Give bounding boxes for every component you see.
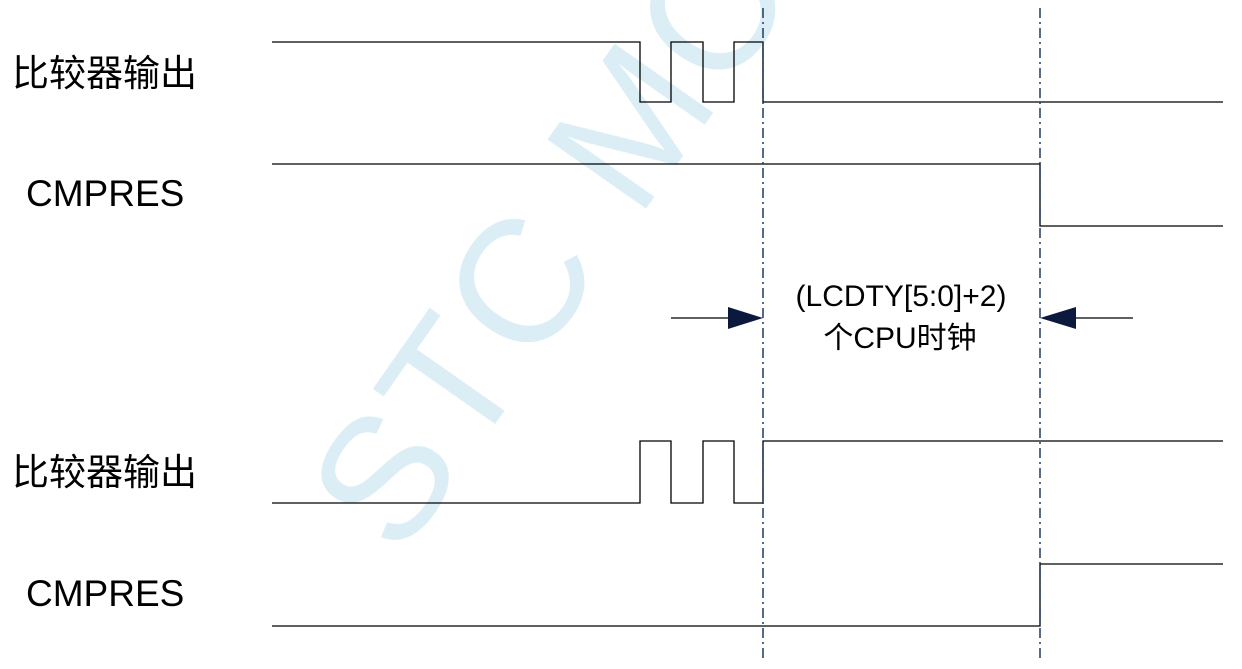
signal-label-comparator-output-1: 比较器输出 [12, 52, 197, 95]
delay-arrow-right-head [1040, 307, 1076, 329]
signal-label-cmpres-2: CMPRES [26, 573, 184, 614]
delay-formula-text: (LCDTY[5:0]+2) [796, 280, 1007, 313]
delay-arrow-left-head [728, 307, 763, 329]
signal-label-cmpres-1: CMPRES [26, 173, 184, 214]
signal-label-comparator-output-2: 比较器输出 [12, 451, 197, 494]
delay-unit-text: 个CPU时钟 [823, 322, 976, 355]
waveform-cmpres-2 [272, 563, 1223, 627]
waveform-cmpres-1 [272, 163, 1223, 227]
